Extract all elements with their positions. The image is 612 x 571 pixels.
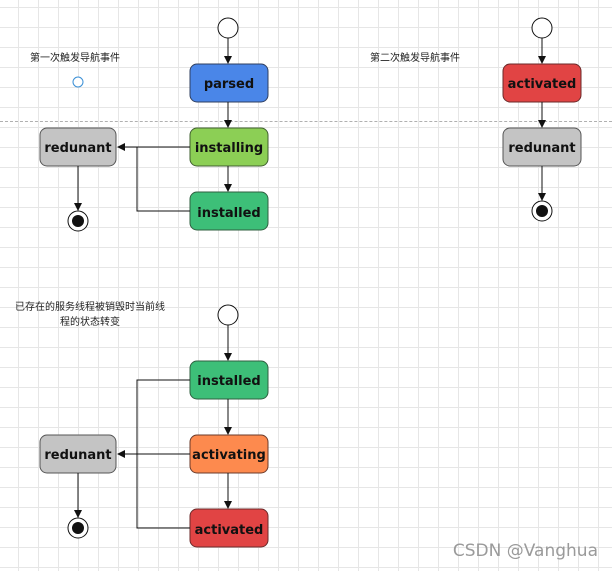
state-redunant-2: redunant	[502, 127, 582, 167]
state-parsed-label: parsed	[204, 77, 254, 92]
state-activating: activating	[189, 434, 269, 474]
state-activated-1: activated	[502, 63, 582, 103]
edge-installed-redunant	[136, 147, 190, 212]
state-redunant-2-label: redunant	[508, 141, 575, 156]
initial-state-2	[531, 17, 553, 39]
state-activated-2-label: activated	[195, 523, 264, 538]
final-state-3	[67, 517, 89, 539]
initial-state-1	[217, 17, 239, 39]
state-installed-2-label: installed	[197, 374, 260, 389]
state-installed-1: installed	[189, 191, 269, 231]
state-redunant-1-label: redunant	[44, 141, 111, 156]
state-redunant-3-label: redunant	[44, 448, 111, 463]
state-parsed: parsed	[189, 63, 269, 103]
caption-thread-destroyed-line1: 已存在的服务线程被销毁时当前线	[15, 302, 165, 313]
state-activated-1-label: activated	[508, 77, 577, 92]
initial-state-3	[217, 304, 239, 326]
state-installed-2: installed	[189, 360, 269, 400]
watermark: CSDN @Vanghua	[452, 541, 598, 561]
caption-first-navigation: 第一次触发导航事件	[30, 53, 120, 64]
state-installing: installing	[189, 127, 269, 167]
state-redunant-1: redunant	[39, 127, 117, 167]
caption-thread-destroyed: 已存在的服务线程被销毁时当前线 程的状态转变	[4, 300, 176, 330]
state-parsed-shape	[189, 63, 269, 103]
section-divider	[0, 121, 612, 122]
state-redunant-3: redunant	[39, 434, 117, 474]
state-activated-2: activated	[189, 508, 269, 548]
edge-installed-activated-redunant	[136, 379, 190, 529]
final-state-3-dot	[72, 522, 84, 534]
final-state-2	[531, 200, 553, 222]
state-installed-1-label: installed	[197, 206, 260, 221]
state-activating-label: activating	[192, 448, 266, 463]
caption-second-navigation: 第二次触发导航事件	[370, 53, 460, 64]
state-installing-label: installing	[195, 141, 263, 156]
caption-thread-destroyed-line2: 程的状态转变	[60, 317, 120, 328]
final-state-1-dot	[72, 215, 84, 227]
final-state-2-dot	[536, 205, 548, 217]
final-state-1	[67, 210, 89, 232]
small-marker-circle	[72, 76, 84, 88]
